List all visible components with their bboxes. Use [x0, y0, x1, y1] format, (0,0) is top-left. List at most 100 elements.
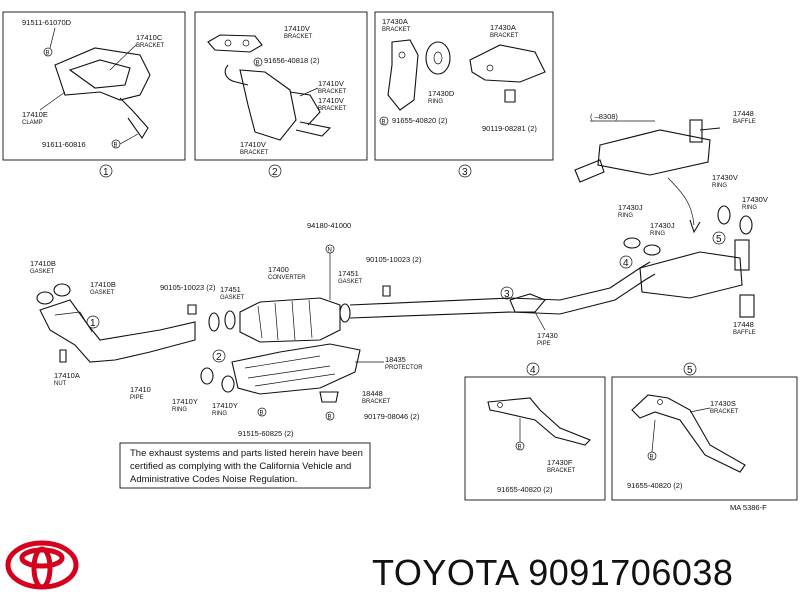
- pipe-17430-top: [349, 261, 651, 306]
- svg-text:5: 5: [687, 365, 693, 376]
- svg-text:CLAMP: CLAMP: [22, 120, 43, 126]
- detail-box-1: 91511-61070D B 17410C BRACKET 17410E CLA…: [2, 11, 186, 178]
- svg-text:PIPE: PIPE: [130, 395, 144, 401]
- detail-box-3: 17430A BRACKET 17430A BRACKET 17430D RIN…: [374, 11, 554, 178]
- callout-5-box: [683, 362, 697, 376]
- svg-text:RING: RING: [712, 183, 727, 189]
- label-17448-top: 17448: [733, 109, 754, 118]
- svg-text:The exhaust systems and parts: The exhaust systems and parts listed her…: [130, 448, 363, 459]
- svg-text:B: B: [260, 411, 264, 417]
- label-91655-40820-b: 91655-40820 (2): [497, 485, 553, 494]
- svg-text:2: 2: [216, 352, 222, 363]
- label-17410v-d: 17410V: [240, 140, 266, 149]
- callout-2-top: [268, 164, 282, 178]
- date-range: ( –8308): [590, 112, 618, 121]
- label-17430a-a: 17430A: [382, 17, 408, 26]
- muffler-rear: [639, 251, 743, 299]
- callout-4-box: [526, 362, 540, 376]
- label-17451-b: 17451: [338, 269, 359, 278]
- label-91655-40820-a: 91655-40820 (2): [392, 116, 448, 125]
- protector-shape: [231, 343, 361, 395]
- svg-text:CONVERTER: CONVERTER: [268, 275, 306, 281]
- svg-text:3: 3: [504, 289, 510, 300]
- svg-text:certified as complying with th: certified as complying with the Californ…: [130, 461, 351, 472]
- label-17430v-b: 17430V: [742, 195, 768, 204]
- baffle-bottom: [739, 294, 755, 318]
- svg-text:BRACKET: BRACKET: [490, 33, 519, 39]
- label-17430j-a: 17430J: [618, 203, 643, 212]
- brand-part-number: TOYOTA 9091706038: [372, 552, 733, 593]
- label-17430d: 17430D: [428, 89, 455, 98]
- svg-text:GASKET: GASKET: [90, 290, 115, 296]
- svg-text:B: B: [382, 120, 386, 126]
- label-17448-bottom: 17448: [733, 320, 754, 329]
- label-17451-a: 17451: [220, 285, 241, 294]
- label-17430j-b: 17430J: [650, 221, 675, 230]
- svg-text:GASKET: GASKET: [30, 269, 55, 275]
- baffle-top: [689, 119, 703, 143]
- label-94180-41000: 94180-41000: [307, 221, 351, 230]
- svg-text:RING: RING: [618, 213, 633, 219]
- muffler-top: [597, 129, 711, 176]
- svg-text:GASKET: GASKET: [220, 295, 245, 301]
- svg-text:RING: RING: [650, 231, 665, 237]
- top-muffler-group: ( –8308) 17448 BAFFLE: [574, 109, 756, 234]
- label-18448: 18448: [362, 389, 383, 398]
- svg-text:PIPE: PIPE: [537, 341, 551, 347]
- label-17430v-a: 17430V: [712, 173, 738, 182]
- svg-text:BAFFLE: BAFFLE: [733, 119, 756, 125]
- svg-text:BRACKET: BRACKET: [318, 106, 347, 112]
- svg-text:N: N: [328, 248, 332, 254]
- svg-text:2: 2: [272, 167, 278, 178]
- label-17410v-b: 17410V: [318, 79, 344, 88]
- compliance-note: The exhaust systems and parts listed her…: [119, 442, 371, 489]
- svg-text:Administrative Codes Noise Reg: Administrative Codes Noise Regulation.: [130, 474, 297, 485]
- callout-3-main: [500, 286, 514, 300]
- svg-text:1: 1: [90, 318, 96, 329]
- callout-2-main: [212, 349, 226, 363]
- callout-4-main: [619, 255, 633, 269]
- label-17430f: 17430F: [547, 458, 573, 467]
- svg-text:BRACKET: BRACKET: [547, 468, 576, 474]
- svg-text:RING: RING: [742, 205, 757, 211]
- svg-text:3: 3: [462, 167, 468, 178]
- figure-code: MA 5386-F: [730, 503, 767, 512]
- label-90179-08046: 90179-08046 (2): [364, 412, 420, 421]
- label-90119-08281: 90119-08281 (2): [482, 124, 537, 133]
- detail-box-2: 17410V BRACKET B 91656-40818 (2) 17410V …: [194, 11, 368, 178]
- label-17410y-b: 17410Y: [212, 401, 238, 410]
- callout-5-main: [712, 231, 726, 245]
- svg-text:GASKET: GASKET: [338, 279, 363, 285]
- svg-text:BRACKET: BRACKET: [362, 399, 391, 405]
- svg-text:BRACKET: BRACKET: [382, 27, 411, 33]
- label-17410v-a: 17410V: [284, 24, 310, 33]
- svg-text:B: B: [650, 455, 654, 461]
- callout-1-main: [86, 315, 100, 329]
- label-17410a: 17410A: [54, 371, 80, 380]
- label-91611-60816: 91611-60816: [42, 140, 86, 149]
- label-17410e: 17410E: [22, 110, 48, 119]
- label-17410v-c: 17410V: [318, 96, 344, 105]
- label-17410y-a: 17410Y: [172, 397, 198, 406]
- callout-3-top: [458, 164, 472, 178]
- label-17430-pipe: 17430: [537, 331, 558, 340]
- clamp-shape: [54, 47, 151, 101]
- label-90105-a: 90105-10023 (2): [366, 255, 422, 264]
- callout-1-top: [99, 164, 113, 178]
- label-90105-b: 90105-10023 (2): [160, 283, 216, 292]
- label-91655-40820-c: 91655-40820 (2): [627, 481, 683, 490]
- label-18435: 18435: [385, 355, 406, 364]
- svg-text:BAFFLE: BAFFLE: [733, 330, 756, 336]
- detail-box-5: 5 17430S BRACKET B 91655-40820 (2): [611, 362, 798, 501]
- svg-text:B: B: [518, 445, 522, 451]
- converter-shape: [239, 297, 341, 343]
- label-91511-61070d: 91511-61070D: [22, 18, 72, 27]
- svg-text:BRACKET: BRACKET: [318, 89, 347, 95]
- toyota-logo: [5, 540, 79, 590]
- svg-text:BRACKET: BRACKET: [136, 43, 165, 49]
- svg-text:PROTECTOR: PROTECTOR: [385, 365, 423, 371]
- pipe-17410-shape: [39, 299, 196, 363]
- svg-text:4: 4: [623, 258, 629, 269]
